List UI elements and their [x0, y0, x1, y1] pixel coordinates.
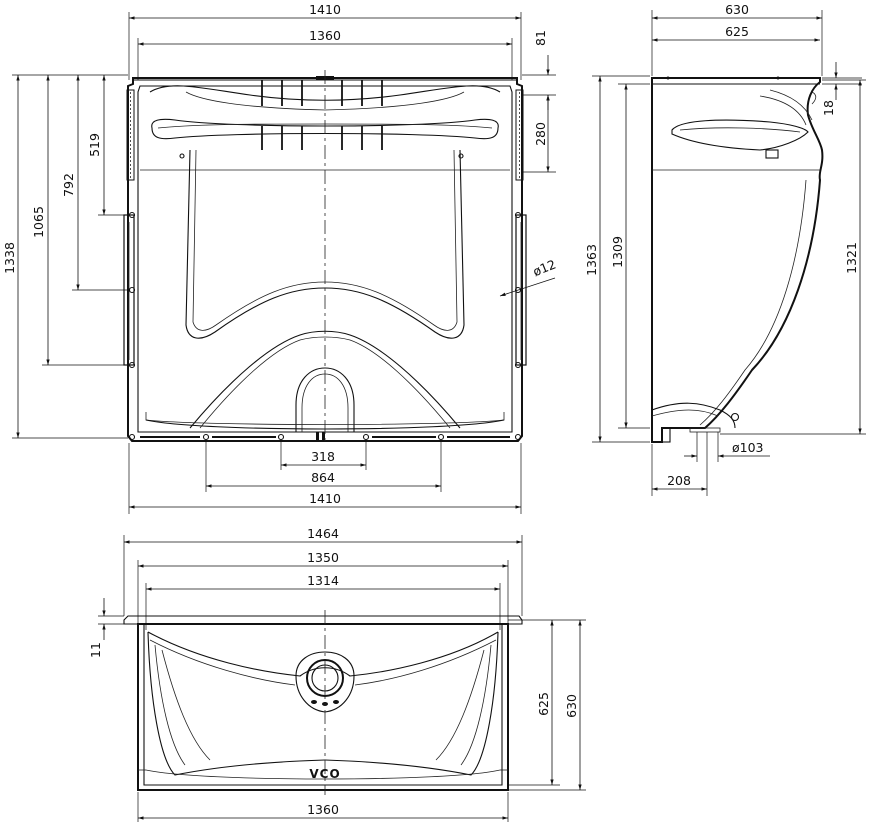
dim-front-top-outer: 1410 — [309, 2, 341, 17]
dim-side-depth-625: 625 — [725, 24, 749, 39]
dim-front-rim-81: 81 — [533, 30, 548, 46]
side-outer-profile — [651, 77, 824, 443]
dim-front-height-519: 519 — [87, 133, 102, 157]
top-basin-front — [147, 631, 499, 677]
side-view — [651, 76, 824, 443]
front-left-grill — [126, 89, 524, 181]
dim-front-height-792: 792 — [61, 173, 76, 197]
dim-top-depth-630: 630 — [564, 694, 579, 718]
dim-side-height-1363: 1363 — [584, 244, 599, 276]
dim-side-height-1309: 1309 — [610, 236, 625, 268]
dim-side-depth-630: 630 — [725, 2, 749, 17]
side-dimensions: 630 625 18 1363 1309 1321 ø103 208 — [584, 2, 866, 496]
front-drain-dome — [295, 367, 355, 432]
front-ribs — [261, 76, 383, 150]
top-outer-body — [137, 623, 509, 791]
front-shelf — [151, 118, 499, 140]
dim-side-rim-18: 18 — [821, 100, 836, 116]
front-dimensions-vertical: 1338 1065 792 519 — [2, 74, 130, 439]
top-rim — [123, 615, 523, 625]
dim-top-width-1360: 1360 — [307, 802, 339, 817]
top-brand-logo: VCO — [309, 767, 340, 781]
dim-side-drain-offset: 208 — [667, 473, 691, 488]
top-dimensions: 1464 1350 1314 1360 11 625 630 — [88, 526, 586, 822]
dim-side-drain-d103: ø103 — [732, 440, 764, 455]
dim-side-height-1321: 1321 — [844, 242, 859, 274]
front-dimensions-horizontal: 1410 1360 318 864 1410 — [128, 2, 522, 514]
dim-front-bottom-width: 1410 — [309, 491, 341, 506]
dim-front-height-1338: 1338 — [2, 242, 17, 274]
dim-front-height-1065: 1065 — [31, 206, 46, 238]
top-view: VCO — [123, 610, 523, 795]
dim-top-rim-11: 11 — [88, 642, 103, 658]
dim-front-hole-d12: ø12 — [531, 256, 558, 279]
front-outer-body — [127, 77, 523, 442]
dim-front-mount-318: 318 — [311, 449, 335, 464]
front-dimensions-right: 81 280 ø12 — [499, 30, 558, 297]
dim-top-depth-625: 625 — [536, 692, 551, 716]
dim-front-top-inner: 1360 — [309, 28, 341, 43]
dim-front-mount-864: 864 — [311, 470, 335, 485]
front-view — [123, 70, 527, 445]
dim-top-width-1314: 1314 — [307, 573, 339, 588]
front-inner-body — [137, 85, 513, 433]
top-drain-housing — [295, 651, 355, 713]
dim-top-width-1350: 1350 — [307, 550, 339, 565]
dim-top-width-1464: 1464 — [307, 526, 339, 541]
dim-front-panel-280: 280 — [533, 122, 548, 146]
side-shelf — [671, 119, 809, 151]
